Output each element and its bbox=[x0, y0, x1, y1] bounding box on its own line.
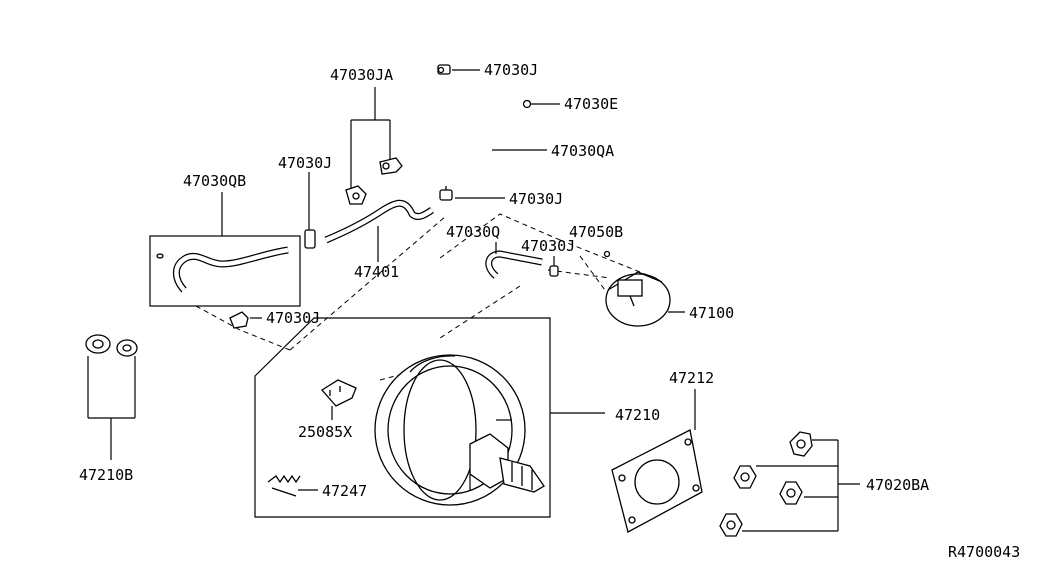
switch-25085X bbox=[321, 379, 357, 407]
washer-47210B-b bbox=[116, 339, 138, 357]
clip-47030J-low bbox=[229, 311, 249, 329]
leader-47020BA bbox=[742, 439, 860, 532]
hose-47030Q bbox=[485, 250, 543, 279]
box-47030QB bbox=[149, 235, 301, 307]
label-47030J-low: 47030J bbox=[266, 309, 320, 327]
label-47020BA: 47020BA bbox=[866, 476, 929, 494]
nut-47020BA-b bbox=[733, 465, 757, 489]
label-47210: 47210 bbox=[615, 406, 660, 424]
washer-47210B-a bbox=[85, 334, 111, 354]
label-47401: 47401 bbox=[354, 263, 399, 281]
label-47030E: 47030E bbox=[564, 95, 618, 113]
spring-47247 bbox=[267, 474, 301, 497]
label-47030J-mid: 47030J bbox=[509, 190, 563, 208]
hose-47030QB bbox=[156, 246, 289, 293]
leader-47210B bbox=[87, 356, 136, 460]
label-47030QB: 47030QB bbox=[183, 172, 246, 190]
gasket-47212 bbox=[611, 429, 703, 533]
label-47212: 47212 bbox=[669, 369, 714, 387]
clip-47030J-top bbox=[437, 64, 451, 75]
label-47030J-top: 47030J bbox=[484, 61, 538, 79]
label-47050B: 47050B bbox=[569, 223, 623, 241]
reference-code: R4700043 bbox=[948, 543, 1020, 561]
clip-47050B bbox=[603, 250, 611, 258]
clip-47030E bbox=[522, 99, 532, 109]
label-47100: 47100 bbox=[689, 304, 734, 322]
nut-47020BA-a bbox=[789, 431, 813, 457]
clip-47030J-right bbox=[549, 265, 559, 277]
label-47030Q: 47030Q bbox=[446, 223, 500, 241]
label-47030J-left: 47030J bbox=[278, 154, 332, 172]
reservoir-47100 bbox=[605, 271, 671, 327]
hose-47030QA bbox=[448, 73, 502, 186]
label-25085X: 25085X bbox=[298, 423, 352, 441]
booster-47210 bbox=[374, 354, 545, 506]
hose-47401 bbox=[324, 199, 434, 244]
clip-47030J-left bbox=[304, 229, 316, 249]
nut-47020BA-d bbox=[719, 513, 743, 537]
label-47030J-right: 47030J bbox=[521, 237, 575, 255]
label-47210B: 47210B bbox=[79, 466, 133, 484]
label-47030JA: 47030JA bbox=[330, 66, 393, 84]
box-47210 bbox=[254, 317, 551, 518]
label-47030QA: 47030QA bbox=[551, 142, 614, 160]
nut-47020BA-c bbox=[779, 481, 803, 505]
clamp-47030JA-b bbox=[345, 185, 367, 205]
leader-47030JA bbox=[350, 87, 391, 188]
clamp-47030JA-a bbox=[379, 157, 403, 175]
clip-47030J-mid bbox=[439, 186, 453, 201]
label-47247: 47247 bbox=[322, 482, 367, 500]
